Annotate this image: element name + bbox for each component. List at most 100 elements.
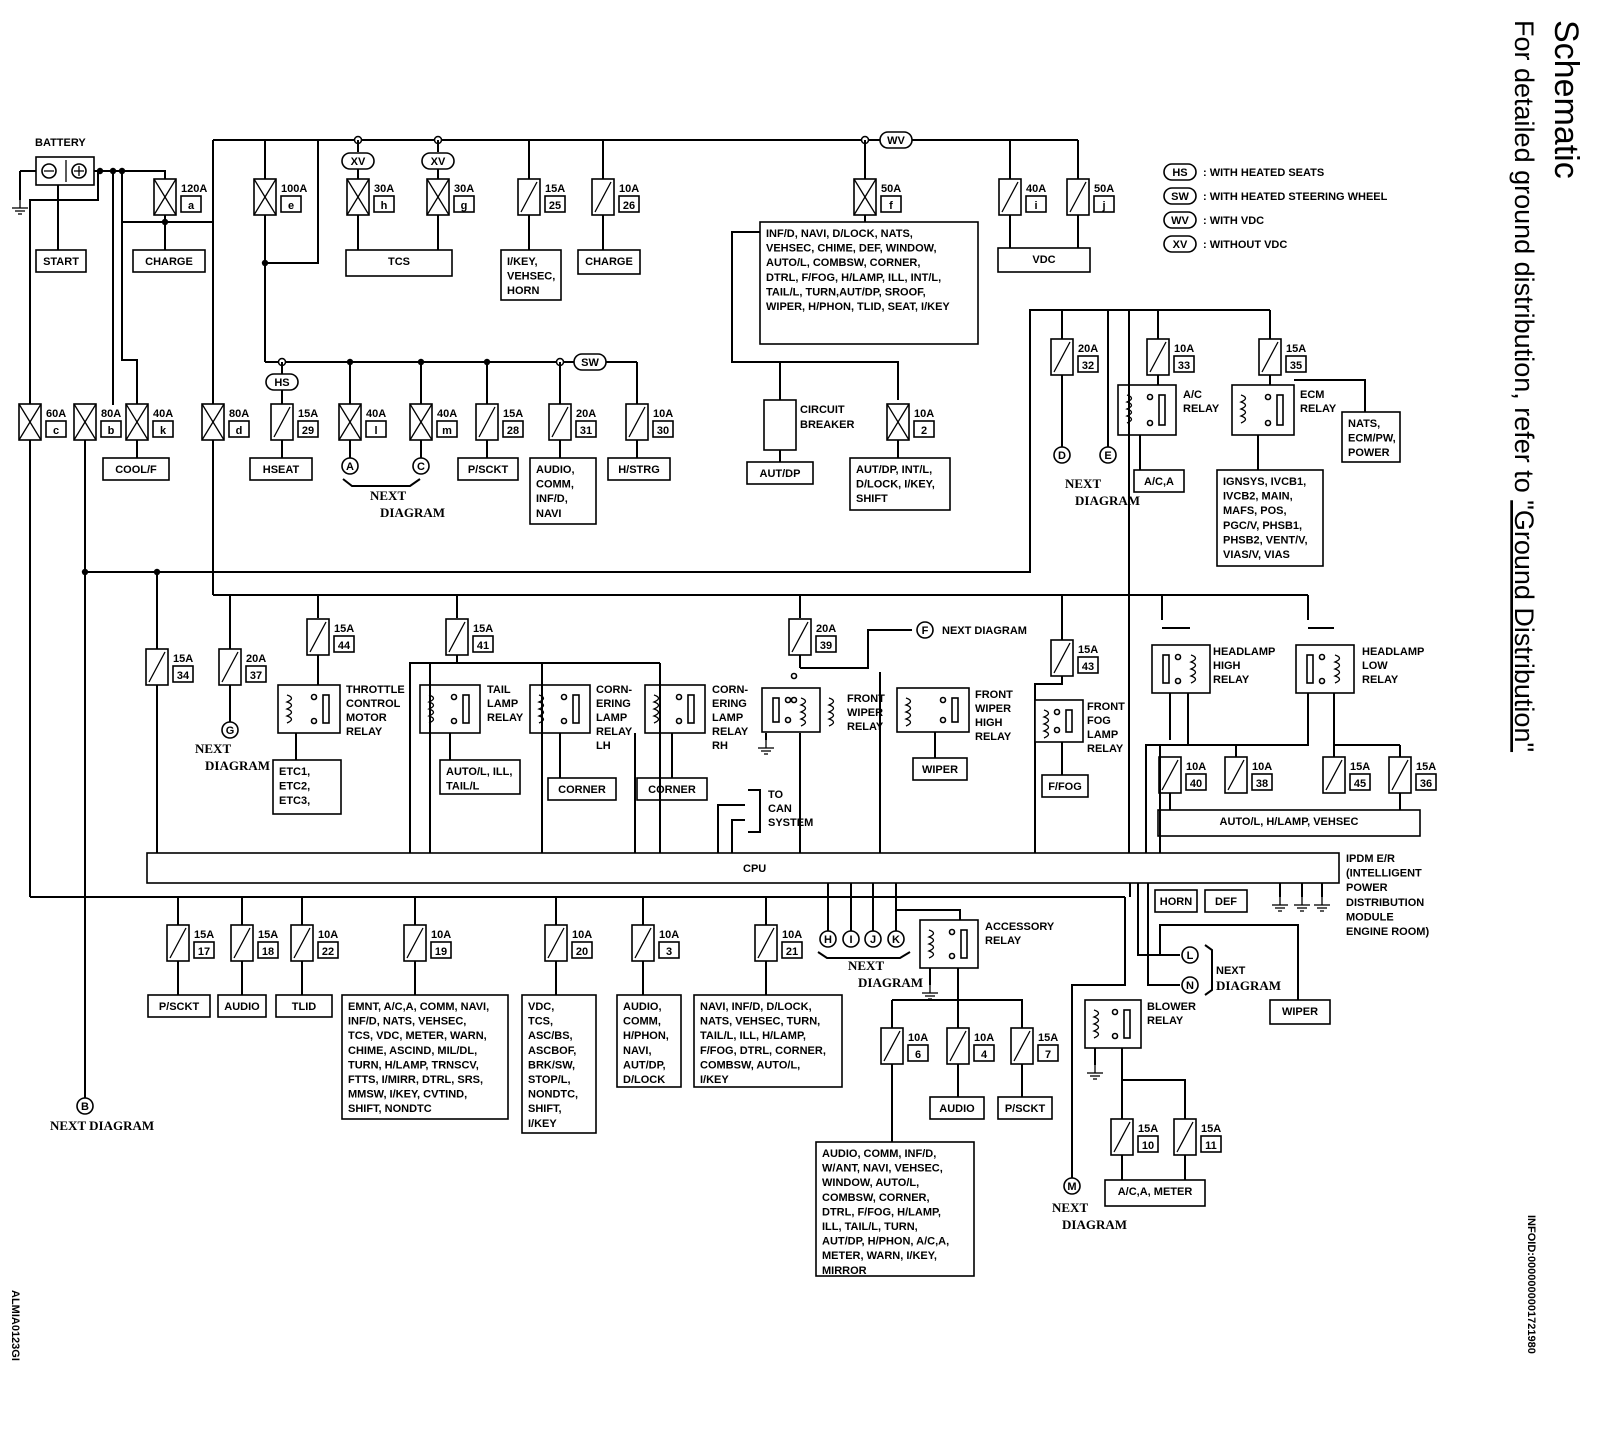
load-label: TCS, (528, 1016, 553, 1028)
label: ACCESSORY (985, 921, 1055, 933)
load-label: PGC/V, PHSB1, (1223, 520, 1302, 532)
diagram-label: DIAGRAM (858, 975, 923, 990)
option-tag-WV: WV (879, 131, 913, 149)
fuse-amp: 15A (1038, 1032, 1058, 1044)
fuse-id: b (108, 425, 115, 437)
fuse-id: a (188, 200, 195, 212)
fuse-id: k (160, 425, 167, 437)
load-label: ASC/BS, (528, 1030, 573, 1042)
load-label: P/SCKT (468, 464, 509, 476)
label: RH (712, 740, 728, 752)
page-subtitle: For detailed ground distribution, refer … (1509, 20, 1539, 752)
fuse-id: 35 (1290, 360, 1302, 372)
label: LAMP (712, 712, 743, 724)
option-tag-XV: XV (421, 152, 455, 170)
tag-label: XV (1173, 239, 1188, 251)
aca-box: A/C,A (1133, 469, 1185, 493)
load-label: I/KEY, (507, 256, 538, 268)
connector-M: M (1063, 1177, 1081, 1195)
connector-label: A (346, 461, 354, 473)
load-label: VEHSEC, CHIME, DEF, WINDOW, (766, 243, 937, 255)
fuse-amp: 20A (816, 623, 836, 635)
label: BREAKER (800, 419, 854, 431)
load-label: A/C,A (1144, 476, 1174, 488)
next-diagram-label: NEXT DIAGRAM (50, 1118, 154, 1133)
fuse-amp: 10A (619, 183, 639, 195)
fuse-id: 34 (177, 670, 190, 682)
fuse-id: 29 (302, 425, 314, 437)
diagram-label: DIAGRAM (1075, 493, 1140, 508)
fuse-id: h (381, 200, 388, 212)
tag-label: HS (1172, 167, 1187, 179)
fuse-amp: 10A (914, 408, 934, 420)
label: RELAY (985, 935, 1022, 947)
option-tag-SW: SW (1163, 187, 1197, 205)
ground-distribution-link[interactable]: "Ground Distribution" (1509, 500, 1539, 752)
next-label: NEXT (1052, 1200, 1088, 1215)
fuse-amp: 10A (659, 929, 679, 941)
load-label: AUTO/L, ILL, (446, 766, 512, 778)
fuse-id: 37 (250, 670, 262, 682)
connector-label: B (81, 1101, 89, 1113)
load-label: I/KEY (528, 1118, 557, 1130)
load-label: CORNER (558, 784, 606, 796)
load-label: ETC1, (279, 766, 310, 778)
hstrg-box: H/STRG (607, 457, 671, 481)
box-18: AUDIO (217, 994, 267, 1018)
infoid: INFOID:0000000001721980 (1525, 1215, 1537, 1354)
fuse-amp: 60A (46, 408, 66, 420)
fuse-id: 45 (1354, 778, 1366, 790)
label: LAMP (596, 712, 627, 724)
label: RELAY (1213, 674, 1250, 686)
load-label: ECM/PW, (1348, 433, 1396, 445)
autol-box: AUTO/L, ILL,TAIL/L (439, 759, 521, 795)
fuse-id: 40 (1190, 778, 1202, 790)
diagram-label: DIAGRAM (1062, 1217, 1127, 1232)
hseat-box: HSEAT (249, 457, 313, 481)
fuse-id: 3 (666, 946, 672, 958)
fuse-amp: 15A (473, 623, 493, 635)
connector-K: K (887, 930, 905, 948)
fuse-amp: 10A (1174, 343, 1194, 355)
fuse-id: 4 (981, 1049, 988, 1061)
load-label: NATS, VEHSEC, TURN, (700, 1016, 820, 1028)
option-tag-HS: HS (1163, 163, 1197, 181)
fuse-id: 28 (507, 425, 519, 437)
fuse-id: j (1101, 200, 1105, 212)
fuse-amp: 15A (258, 929, 278, 941)
option-tag-XV: XV (341, 152, 375, 170)
autdp2-box: AUT/DP, INT/L,D/LOCK, I/KEY,SHIFT (849, 457, 951, 511)
fuse-id: 19 (435, 946, 447, 958)
cpu-label: CPU (743, 863, 766, 875)
fuse-id: 39 (820, 640, 832, 652)
label: A/C (1183, 389, 1202, 401)
horn-box: HORN (1154, 889, 1198, 913)
connector-D: D (1053, 446, 1071, 464)
blower-relay (1084, 999, 1142, 1049)
box-21: NAVI, INF/D, D/LOCK,NATS, VEHSEC, TURN,T… (693, 994, 843, 1088)
ipdm-label: POWER (1346, 882, 1388, 894)
label: ERING (712, 698, 747, 710)
label: BLOWER (1147, 1001, 1196, 1013)
corner-rh-relay (644, 684, 706, 734)
fuse-amp: 15A (194, 929, 214, 941)
fuse-amp: 80A (229, 408, 249, 420)
wire (1147, 883, 1180, 986)
ipdm-label: IPDM E/R (1346, 853, 1395, 865)
ground-symbol (758, 740, 774, 755)
fuse-amp: 10A (318, 929, 338, 941)
